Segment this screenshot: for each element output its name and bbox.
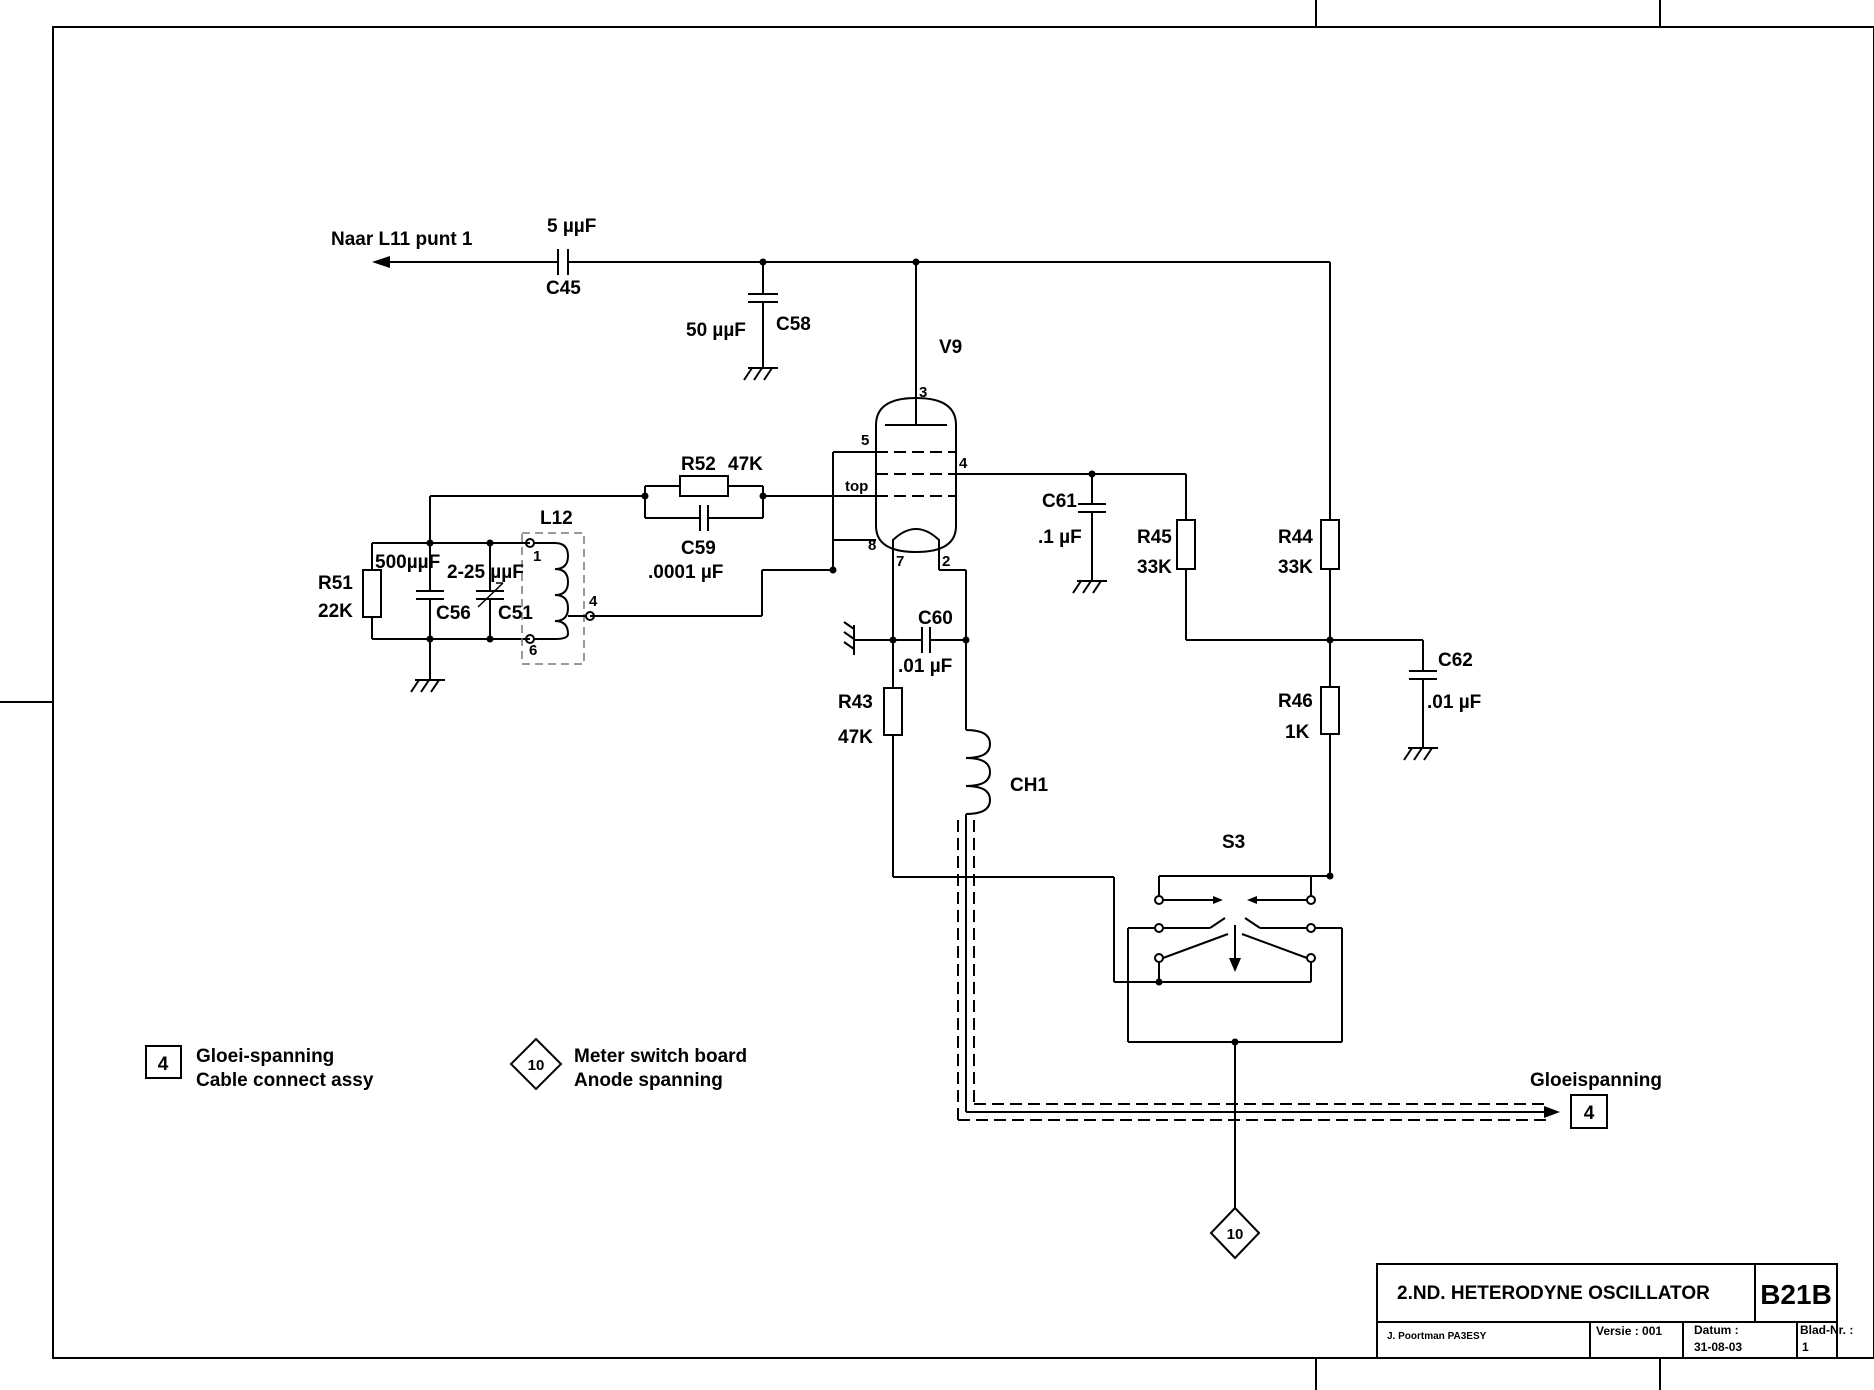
screen-grid-network <box>956 470 1423 641</box>
coil-pin-4-label: 4 <box>589 593 598 610</box>
c59-value: .0001 µF <box>648 562 723 583</box>
author-text: J. Poortman PA3ESY <box>1387 1331 1487 1342</box>
blad-value: 1 <box>1802 1340 1809 1354</box>
r44-value: 33K <box>1278 557 1313 578</box>
l12-label: L12 <box>540 508 573 529</box>
c58-label: C58 <box>776 314 811 335</box>
l12-coil <box>521 532 595 665</box>
c61-value: .1 µF <box>1038 527 1082 548</box>
r46-value: 1K <box>1285 722 1310 743</box>
c58-capacitor <box>748 262 778 368</box>
c59-label: C59 <box>681 538 716 559</box>
legend: 4 Gloei-spanning Cable connect assy 10 M… <box>145 1037 747 1091</box>
tank-circuit <box>362 496 530 693</box>
datum-value: 31-08-03 <box>1694 1340 1742 1354</box>
connector-4: 4 <box>1570 1094 1608 1129</box>
coil-pin-1-label: 1 <box>533 548 541 565</box>
r52-c59-network <box>430 475 876 531</box>
legend-diamond-10-line2: Anode spanning <box>574 1070 723 1091</box>
component-labels: Naar L11 punt 1 5 µµF C45 50 µµF C58 V9 … <box>318 216 1662 1091</box>
connector-10: 10 <box>1209 1206 1261 1260</box>
pin-5-label: 5 <box>861 432 869 449</box>
connector-10-label: 10 <box>1227 1226 1244 1243</box>
c45-capacitor <box>557 249 569 275</box>
r44-r46-network <box>1320 519 1438 880</box>
r51-value: 22K <box>318 601 353 622</box>
c58-value: 50 µµF <box>686 320 746 341</box>
pin-3-label: 3 <box>919 384 927 401</box>
c56-label: C56 <box>436 603 471 624</box>
c56-value: 500µµF <box>375 552 440 573</box>
c51-label: C51 <box>498 603 533 624</box>
r52-label: R52 <box>681 454 716 475</box>
c60-label: C60 <box>918 608 953 629</box>
title-text: 2.ND. HETERODYNE OSCILLATOR <box>1397 1283 1710 1304</box>
s3-switch <box>1113 875 1343 1208</box>
r52-value: 47K <box>728 454 763 475</box>
drawing-code: B21B <box>1760 1279 1832 1310</box>
title-block: 2.ND. HETERODYNE OSCILLATOR B21B J. Poor… <box>1376 1263 1853 1359</box>
legend-diamond-10-line1: Meter switch board <box>574 1046 747 1067</box>
r44-label: R44 <box>1278 527 1313 548</box>
gloeispanning-label: Gloeispanning <box>1530 1070 1662 1091</box>
s3-label: S3 <box>1222 832 1245 853</box>
connector-4-label: 4 <box>1584 1103 1595 1124</box>
v9-tube <box>875 262 957 556</box>
c61-label: C61 <box>1042 491 1077 512</box>
c45-label: C45 <box>546 278 581 299</box>
grid5-wiring <box>590 451 876 617</box>
legend-box-4-line1: Gloei-spanning <box>196 1046 334 1067</box>
c62-value: .01 µF <box>1427 692 1481 713</box>
versie-text: Versie : 001 <box>1596 1324 1662 1338</box>
legend-box-4-label: 4 <box>158 1054 169 1075</box>
c45-value: 5 µµF <box>547 216 596 237</box>
blad-label: Blad-Nr. : <box>1800 1323 1853 1337</box>
coil-pin-6-label: 6 <box>529 642 537 659</box>
ch1-choke <box>965 729 992 880</box>
ground-symbol <box>743 367 778 381</box>
v9-label: V9 <box>939 337 962 358</box>
legend-box-4-line2: Cable connect assy <box>196 1070 374 1091</box>
datum-label: Datum : <box>1694 1323 1739 1337</box>
legend-diamond-10-label: 10 <box>528 1057 545 1074</box>
pin-8-label: 8 <box>868 537 876 554</box>
pin-2-label: 2 <box>942 553 950 570</box>
pin-7-label: 7 <box>896 553 904 570</box>
r46-label: R46 <box>1278 691 1313 712</box>
r45-label: R45 <box>1137 527 1172 548</box>
r45-value: 33K <box>1137 557 1172 578</box>
r43-label: R43 <box>838 692 873 713</box>
pin-4-label: 4 <box>959 455 968 472</box>
c60-value: .01 µF <box>898 656 952 677</box>
r43-value: 47K <box>838 727 873 748</box>
heater-cable <box>957 820 1560 1121</box>
top-rail <box>372 256 1331 520</box>
c62-label: C62 <box>1438 650 1473 671</box>
r51-label: R51 <box>318 573 353 594</box>
ch1-label: CH1 <box>1010 775 1048 796</box>
top-label: top <box>845 478 868 495</box>
naar-label: Naar L11 punt 1 <box>331 229 473 250</box>
r43-resistor <box>883 687 1114 878</box>
c60-capacitor <box>843 556 970 730</box>
c51-value: 2-25 µµF <box>447 562 524 583</box>
